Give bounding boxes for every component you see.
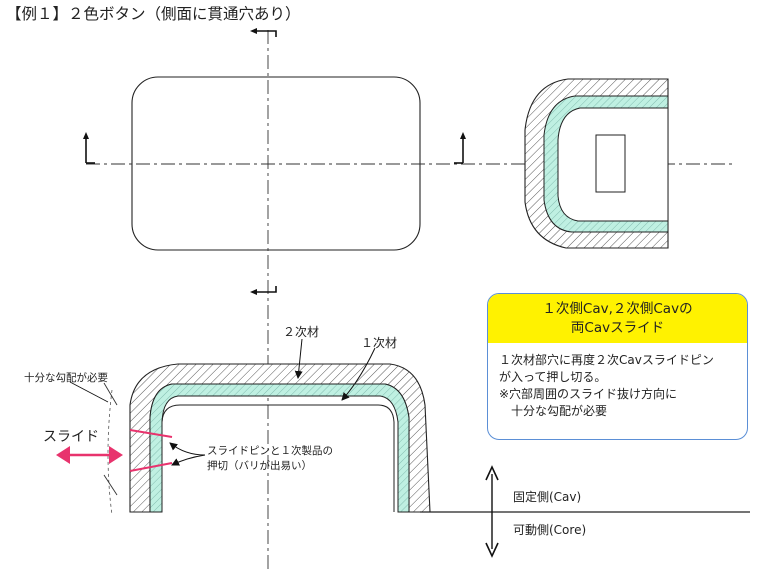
note-body: １次材部穴に再度２次Cavスライドピン が入って押し切る。 ※穴部周囲のスライド… bbox=[488, 343, 747, 420]
note-heading: １次側Cav,２次側Cavの 両Cavスライド bbox=[488, 294, 747, 343]
through-hole-side bbox=[595, 134, 626, 193]
note-heading-line1: １次側Cav,２次側Cavの bbox=[542, 301, 693, 317]
slide-pin-label-line1: スライドピンと１次製品の bbox=[207, 445, 333, 457]
moving-side-label: 可動側(Core) bbox=[513, 523, 587, 537]
note-body-line: 十分な勾配が必要 bbox=[499, 404, 608, 418]
front-section-view bbox=[56, 338, 750, 558]
mold-direction-arrow bbox=[485, 465, 499, 558]
note-box: １次側Cav,２次側Cavの 両Cavスライド １次材部穴に再度２次Cavスライ… bbox=[487, 293, 748, 440]
side-section-view bbox=[524, 78, 669, 249]
draft-label: 十分な勾配が必要 bbox=[24, 372, 108, 384]
slide-pin-lower bbox=[129, 462, 173, 472]
page-title: 【例１】２色ボタン（側面に貫通穴あり） bbox=[6, 5, 301, 23]
slide-pin-label-line2: 押切（バリが出易い） bbox=[207, 460, 312, 472]
note-body-line: ※穴部周囲のスライド抜け方向に bbox=[499, 387, 678, 401]
second-material-label: ２次材 bbox=[283, 325, 320, 339]
leader-first-material bbox=[341, 347, 376, 401]
note-body-line: １次材部穴に再度２次Cavスライドピン bbox=[499, 353, 714, 367]
section-mark-top bbox=[253, 30, 277, 37]
slide-pin-upper bbox=[129, 429, 173, 438]
note-body-line: が入って押し切る。 bbox=[499, 370, 607, 384]
leader-draft bbox=[69, 381, 109, 403]
fixed-side-label: 固定側(Cav) bbox=[513, 490, 582, 504]
leader-pin bbox=[169, 442, 206, 456]
leader-second-material bbox=[294, 338, 303, 379]
top-view bbox=[83, 28, 735, 569]
note-heading-line2: 両Cavスライド bbox=[570, 320, 665, 336]
button-top-outline bbox=[131, 76, 421, 251]
section-mark-bottom bbox=[253, 286, 277, 293]
slide-direction-arrow bbox=[56, 446, 123, 464]
slide-label: スライド bbox=[43, 429, 99, 445]
first-material-label: １次材 bbox=[361, 336, 398, 350]
